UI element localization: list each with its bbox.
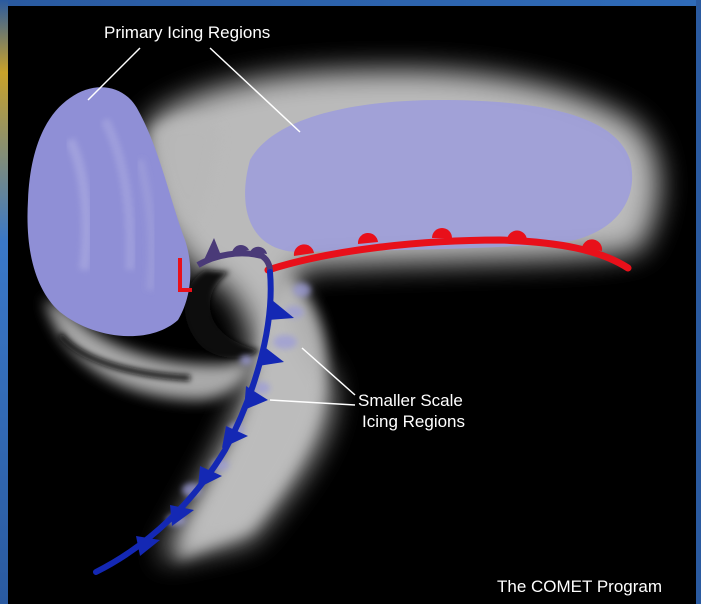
credit-label: The COMET Program <box>497 577 662 597</box>
smaller-icing-label: Smaller Scale Icing Regions <box>358 390 465 432</box>
cold-front-triangle <box>136 536 160 556</box>
smaller-icing-label-line1: Smaller Scale <box>358 390 465 411</box>
smaller-icing-label-line2: Icing Regions <box>358 411 465 432</box>
primary-icing-label: Primary Icing Regions <box>104 22 270 43</box>
